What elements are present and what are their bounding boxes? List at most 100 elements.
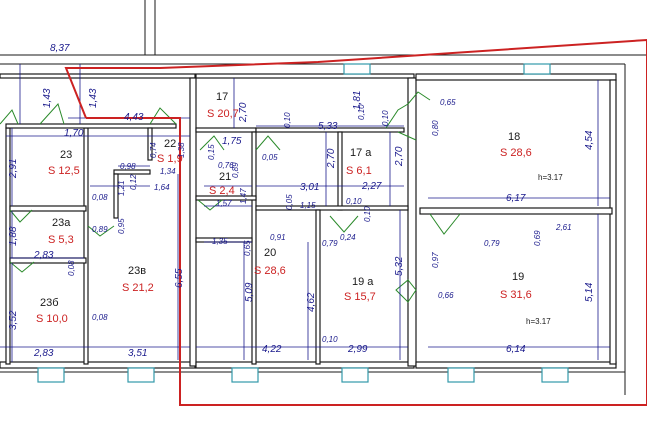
room-area: S 2,4 bbox=[209, 185, 235, 197]
windows bbox=[37, 63, 569, 383]
dimension-label: 0,15 bbox=[207, 144, 216, 160]
room-number: 20 bbox=[264, 247, 276, 259]
dimension-labels: 1,43 1,43 4,43 1,70 2,91 1,88 2,83 3,52 … bbox=[8, 88, 595, 359]
room-number: 22 bbox=[164, 138, 176, 150]
door-swing bbox=[255, 135, 281, 151]
dimension-label: 0,80 bbox=[431, 120, 440, 136]
dimension-label: 5,09 bbox=[244, 282, 255, 302]
dimension-label: 4,22 bbox=[262, 344, 282, 355]
dimension-label: 0,10 bbox=[283, 112, 292, 128]
dimension-label: 4,43 bbox=[124, 112, 144, 123]
door-swing bbox=[329, 215, 359, 233]
room-height: h=3.17 bbox=[526, 317, 551, 326]
room-area: S 10,0 bbox=[36, 313, 68, 325]
room-area: S 1,9 bbox=[157, 153, 183, 165]
dimension-label: 3,51 bbox=[128, 348, 147, 359]
dimension-label: 1,43 bbox=[88, 88, 99, 108]
dimension-label: 1,57 bbox=[216, 199, 232, 208]
top-dimension-label: 8,37 bbox=[50, 43, 70, 54]
room-area: S 12,5 bbox=[48, 165, 80, 177]
window bbox=[541, 367, 569, 383]
dimension-label: 0,65 bbox=[243, 240, 252, 256]
room-number: 23а bbox=[52, 217, 71, 229]
dimension-label: 0,05 bbox=[262, 153, 278, 162]
dimension-label: 2,70 bbox=[326, 148, 337, 169]
dimension-label: 3,52 bbox=[8, 310, 19, 330]
room-number: 21 bbox=[219, 171, 231, 183]
door-swing bbox=[9, 209, 33, 223]
dimension-label: 2,91 bbox=[8, 159, 19, 179]
door-swing bbox=[395, 279, 417, 303]
dimension-label: 3,01 bbox=[300, 182, 319, 193]
dimension-label: 0,66 bbox=[438, 291, 454, 300]
dimension-label: 1,81 bbox=[352, 91, 363, 110]
door-swing bbox=[87, 225, 115, 237]
door-swing bbox=[39, 103, 65, 125]
room-number: 18 bbox=[508, 131, 520, 143]
window bbox=[127, 367, 155, 383]
room-height: h=3.17 bbox=[538, 173, 563, 182]
dimension-label: 0,74 bbox=[149, 142, 158, 158]
building-outline bbox=[0, 0, 647, 395]
room-number: 23 bbox=[60, 149, 72, 161]
dimension-label: 0,10 bbox=[363, 206, 372, 222]
room-area: S 31,6 bbox=[500, 289, 532, 301]
dimension-label: 0,08 bbox=[92, 313, 108, 322]
room-number: 19 a bbox=[352, 276, 374, 288]
dimension-label: 0,08 bbox=[92, 193, 108, 202]
dimension-label: 4,62 bbox=[306, 292, 317, 312]
dimension-label: 2,27 bbox=[361, 181, 382, 192]
dimension-label: 5,14 bbox=[584, 282, 595, 302]
room-number: 17 a bbox=[350, 147, 372, 159]
room-number: 23в bbox=[128, 265, 146, 277]
dimension-label: 1,38 bbox=[177, 142, 186, 158]
door-swings bbox=[0, 91, 461, 303]
dimension-label: 0,10 bbox=[381, 110, 390, 126]
dimension-label: 6,17 bbox=[506, 193, 526, 204]
dimension-label: 0,79 bbox=[484, 239, 500, 248]
window bbox=[37, 367, 65, 383]
dimension-label: 0,12 bbox=[129, 174, 138, 190]
room-area: S 5,3 bbox=[48, 234, 74, 246]
dimension-label: 1,64 bbox=[154, 183, 170, 192]
room-number: 19 bbox=[512, 271, 524, 283]
room-area: S 6,1 bbox=[346, 165, 372, 177]
dimension-label: 2,83 bbox=[33, 348, 54, 359]
dimension-label: 4,54 bbox=[584, 130, 595, 150]
dimension-label: 0,79 bbox=[322, 239, 338, 248]
dimension-label: 0,69 bbox=[533, 230, 542, 246]
dimension-label: 0,98 bbox=[120, 162, 136, 171]
walls bbox=[0, 73, 617, 369]
window bbox=[231, 367, 259, 383]
dimension-label: 6,55 bbox=[174, 268, 185, 288]
dimension-label: 0,10 bbox=[346, 197, 362, 206]
room-area: S 28,6 bbox=[254, 265, 286, 277]
dimension-label: 0,95 bbox=[117, 218, 126, 234]
window bbox=[523, 63, 551, 75]
room-area: S 15,7 bbox=[344, 291, 376, 303]
dimension-label: 2,70 bbox=[238, 102, 249, 123]
door-swing bbox=[429, 213, 461, 235]
dimension-label: 0,10 bbox=[322, 335, 338, 344]
door-swing bbox=[9, 261, 35, 273]
dimension-label: 5,33 bbox=[318, 121, 338, 132]
dimension-label: 0,24 bbox=[340, 233, 356, 242]
door-swing bbox=[197, 199, 223, 211]
dimension-label: 1,34 bbox=[160, 167, 176, 176]
door-swing bbox=[199, 135, 225, 151]
dimension-label: 1,35 bbox=[212, 237, 228, 246]
dimension-label: 0,91 bbox=[270, 233, 286, 242]
door-swing bbox=[385, 91, 431, 129]
room-number: 23б bbox=[40, 297, 59, 309]
dimension-label: 1,88 bbox=[8, 226, 19, 246]
dimension-label: 0,89 bbox=[92, 225, 108, 234]
dimension-label: 0,76 bbox=[218, 161, 234, 170]
dimension-label: 1,47 bbox=[239, 188, 248, 204]
dimension-label: 1,15 bbox=[300, 201, 316, 210]
room-area: S 21,2 bbox=[122, 282, 154, 294]
dimension-label: 1,75 bbox=[222, 136, 242, 147]
door-swing bbox=[0, 109, 19, 125]
window bbox=[447, 367, 475, 383]
dimension-lines bbox=[0, 64, 610, 362]
